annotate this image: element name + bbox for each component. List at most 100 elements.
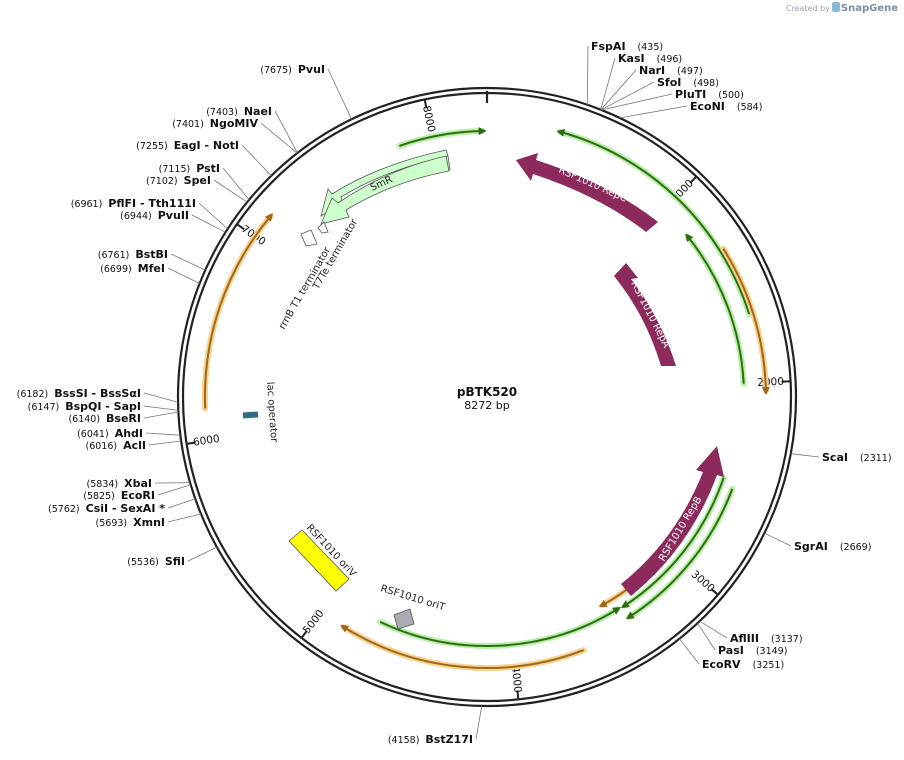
lac-operator-box (242, 411, 259, 419)
site-ecorv[interactable]: EcoRV(3251) (702, 658, 784, 671)
site-afliii[interactable]: AflIII(3137) (730, 632, 803, 645)
orit-label: RSF1010 oriT (379, 583, 447, 613)
site-connector-psti (222, 167, 250, 201)
orf-7[interactable] (379, 607, 621, 647)
site-ecori[interactable]: EcoRI(5825) (83, 489, 155, 502)
site-connector-fspai (586, 45, 589, 105)
site-name: PflFI - Tth111I (108, 197, 196, 210)
site-bseri[interactable]: BseRI(6140) (68, 412, 141, 425)
site-name: PstI (196, 162, 220, 175)
site-nari[interactable]: NarI (497) (639, 64, 703, 77)
site-position: (5536) (127, 557, 159, 568)
site-name: MfeI (138, 262, 165, 275)
site-eagi[interactable]: EagI - NotI(7255) (136, 139, 239, 152)
site-name: BspQI - SapI (65, 400, 141, 413)
site-name: ScaI (822, 451, 848, 464)
scale-tick-8000 (423, 99, 428, 109)
site-name: EagI - NotI (174, 139, 239, 152)
feature-rrnb-t1-terminator[interactable] (300, 229, 318, 247)
site-bsssi[interactable]: BssSI - BssSαI(6182) (17, 387, 141, 400)
site-connector-kasi (600, 57, 616, 110)
site-naei[interactable]: NaeI(7403) (206, 105, 272, 118)
site-name: CsiI - SexAI * (86, 502, 166, 515)
site-fspai[interactable]: FspAI(435) (591, 40, 663, 53)
site-connector-pluti (601, 93, 673, 111)
site-xmni[interactable]: XmnI(5693) (96, 516, 165, 529)
site-connector-scai (790, 453, 820, 458)
site-acli[interactable]: AclI(6016) (86, 439, 147, 452)
feature-repb[interactable]: RSF1010 RepB (621, 446, 724, 596)
site-connector-bsssi (143, 392, 179, 403)
orf-8[interactable] (340, 624, 585, 669)
site-position: (7115) (159, 164, 191, 175)
rrnb-t1-terminator-arrow (300, 229, 318, 247)
site-sgrai[interactable]: SgrAI(2669) (794, 540, 871, 553)
feature-repa[interactable]: RSF1010 RepA (614, 263, 676, 366)
credit-brand: SnapGene (840, 3, 898, 14)
site-csii[interactable]: CsiI - SexAI * (5762) (48, 502, 165, 515)
feature-orit[interactable]: RSF1010 oriT (379, 583, 447, 630)
site-connector-ecorv (679, 638, 700, 665)
orf-4[interactable] (625, 488, 734, 620)
scale-tick-label-6000: 6000 (192, 433, 220, 449)
site-econi[interactable]: EcoNI(584) (690, 100, 762, 113)
scale-tick-5000 (300, 630, 308, 639)
credit-prefix: Created by (785, 4, 830, 13)
site-connector-sfii (187, 546, 218, 562)
site-name: KasI (618, 52, 645, 65)
site-connector-nari (600, 69, 637, 111)
feature-oriv[interactable]: RSF1010 oriV (288, 523, 358, 592)
orf-5[interactable] (621, 477, 725, 609)
feature-lac-operator[interactable]: lac operator (242, 381, 279, 444)
orf-2[interactable] (685, 233, 745, 384)
site-psti[interactable]: PstI (7115) (159, 162, 220, 175)
site-name: EcoRI (121, 489, 155, 502)
site-spei[interactable]: SpeI(7102) (146, 174, 211, 187)
site-pvuii[interactable]: PvuII(6944) (120, 209, 189, 222)
site-scai[interactable]: ScaI(2311) (822, 451, 892, 464)
site-xbai[interactable]: XbaI(5834) (87, 477, 152, 490)
site-name: SgrAI (794, 540, 828, 553)
site-bstbi[interactable]: BstBI(6761) (98, 248, 168, 261)
scale-tick-4000 (516, 690, 520, 700)
site-name: BstBI (135, 248, 168, 261)
site-connector-sfoi (600, 81, 655, 111)
site-position: (5762) (48, 504, 80, 515)
site-connector-pvui (327, 68, 352, 120)
site-pvui[interactable]: PvuI(7675) (260, 63, 325, 76)
site-pflfi[interactable]: PflFI - Tth111I(6961) (71, 197, 196, 210)
site-position: (500) (718, 90, 744, 101)
site-connector-acli (148, 440, 182, 446)
site-ngomiv[interactable]: NgoMIV(7401) (172, 117, 258, 130)
restriction-sites: FspAI(435)KasI (496)NarI (497)SfoI(498)Plu… (17, 40, 892, 746)
site-sfoi[interactable]: SfoI(498) (657, 76, 719, 89)
orf-glow-0 (396, 128, 486, 149)
scale-tick-label-5000: 5000 (301, 608, 327, 637)
site-bstz17i[interactable]: BstZ17I(4158) (388, 733, 473, 746)
site-connector-bstz17i (475, 705, 483, 740)
site-kasi[interactable]: KasI (496) (618, 52, 682, 65)
site-mfei[interactable]: MfeI(6699) (100, 262, 165, 275)
feature-smr[interactable]: SmR (320, 149, 451, 225)
site-bspqi[interactable]: BspQI - SapI (6147) (28, 400, 141, 413)
scale-tick-7000 (236, 223, 245, 231)
site-ahdi[interactable]: AhdI(6041) (77, 427, 143, 440)
site-name: PasI (718, 644, 744, 657)
orf-9[interactable] (203, 213, 274, 409)
site-pasi[interactable]: PasI(3149) (718, 644, 787, 657)
site-name: SpeI (184, 174, 211, 187)
site-position: (497) (677, 66, 703, 77)
site-connector-ngomiv (260, 122, 298, 154)
site-position: (496) (657, 54, 683, 65)
site-pluti[interactable]: PluTI(500) (675, 88, 744, 101)
site-connector-pasi (697, 622, 716, 651)
orf-1[interactable] (556, 129, 751, 315)
orf-0[interactable] (399, 127, 487, 147)
feature-t7te-terminator[interactable] (317, 221, 329, 234)
site-sfii[interactable]: SfiI(5536) (127, 555, 185, 568)
site-connector-bseri (143, 411, 179, 419)
orf-3[interactable] (722, 248, 770, 396)
site-name: NarI (639, 64, 665, 77)
site-position: (6147) (28, 402, 60, 413)
site-position: (498) (693, 78, 719, 89)
